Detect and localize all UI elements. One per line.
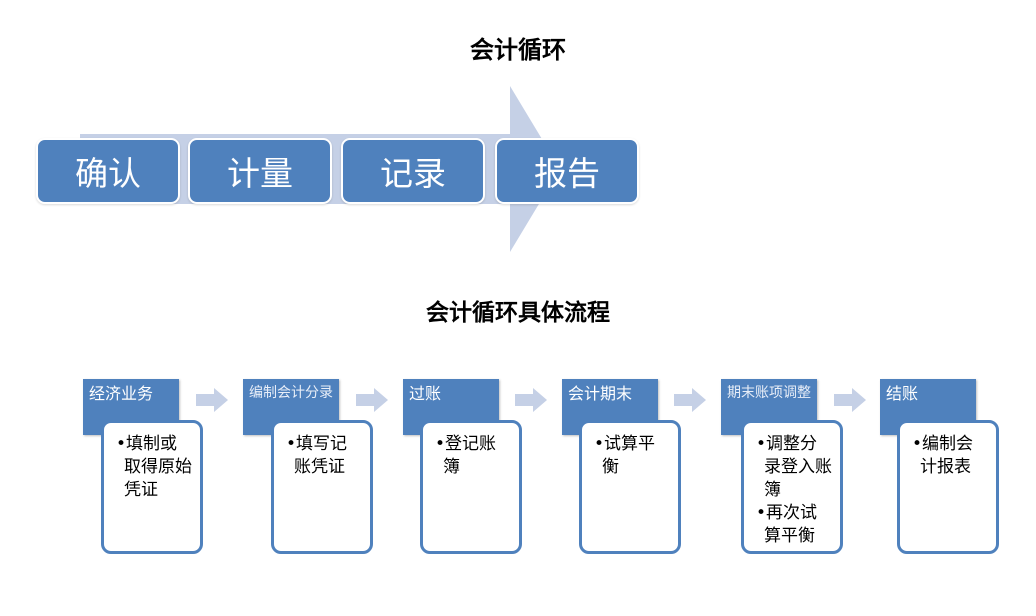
stage-box-confirm: 确认 [36,138,180,204]
stage-box-measure: 计量 [188,138,332,204]
step-bullet: •填制或取得原始凭证 [116,434,192,500]
step-body-5: •调整分录登入账簿 •再次试算平衡 [741,420,843,554]
step-body-1: •填制或取得原始凭证 [101,420,203,554]
step-body-6: •编制会计报表 [897,420,999,554]
step-arrow-icon [515,388,547,412]
step-arrow-icon [674,388,706,412]
stage-label: 报告 [534,154,600,193]
step-bullet: •再次试算平衡 [756,503,818,546]
step-arrow-icon [356,388,388,412]
step-bullet: •试算平衡 [594,434,656,477]
section-title: 会计循环具体流程 [426,300,610,326]
step-arrow-icon [196,388,228,412]
stage-label: 确认 [75,154,141,193]
step-body-2: •填写记账凭证 [271,420,373,554]
page-title: 会计循环 [470,36,566,64]
step-bullet: •编制会计报表 [912,434,974,477]
step-body-3: •登记账簿 [420,420,522,554]
stage-box-report: 报告 [495,138,639,204]
stage-label: 记录 [380,154,446,193]
step-bullet: •填写记账凭证 [286,434,348,477]
step-bullet: •登记账簿 [435,434,497,477]
stage-label: 计量 [227,154,293,193]
step-body-4: •试算平衡 [579,420,681,554]
stage-box-record: 记录 [341,138,485,204]
step-bullet: •调整分录登入账簿 [756,434,832,500]
step-arrow-icon [834,388,866,412]
